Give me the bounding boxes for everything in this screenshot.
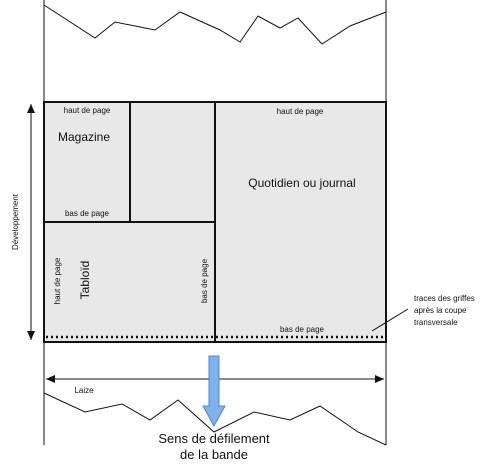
newspaper-bottom-label: bas de page [280, 325, 325, 334]
magazine-panel [43, 101, 131, 223]
web-bottom-tear [43, 392, 387, 446]
newspaper-top-label: haut de page [277, 107, 324, 116]
magazine-title: Magazine [58, 130, 110, 144]
magazine-top-label: haut de page [64, 106, 111, 115]
claw-marks-line2: après la coupe [414, 306, 467, 315]
web-top-tear [43, 4, 387, 45]
newspaper-title: Quotidien ou journal [248, 176, 355, 190]
tabloid-title: Tabloïd [78, 261, 92, 300]
newspaper-panel [214, 101, 387, 343]
tabloid-top-label: haut de page [53, 257, 62, 304]
scroll-direction-arrow [202, 355, 226, 428]
development-label: Développement [11, 193, 20, 250]
tabloid-bottom-label: bas de page [200, 258, 209, 303]
claw-marks-leader [371, 308, 409, 332]
width-label: Laize [74, 386, 94, 395]
empty-panel [129, 101, 216, 223]
tabloid-panel [43, 221, 216, 343]
scroll-direction-line2: de la bande [180, 447, 248, 462]
claw-marks-line1: traces des griffes [414, 294, 475, 303]
scroll-direction-line1: Sens de défilement [158, 431, 270, 446]
claw-marks-line3: transversale [414, 318, 458, 327]
page-layout [43, 101, 387, 343]
magazine-bottom-label: bas de page [65, 209, 110, 218]
